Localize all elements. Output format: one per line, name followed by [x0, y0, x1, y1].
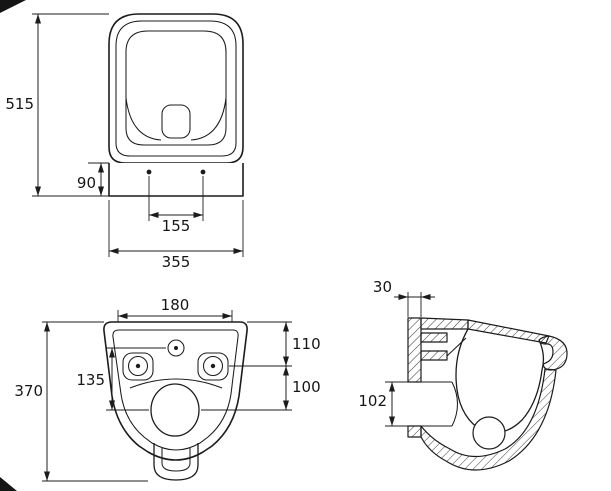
trap-section	[472, 416, 506, 450]
section-view: 30 102	[358, 278, 568, 471]
scan-artifact-top-left	[0, 0, 26, 13]
outlet-end-curve	[451, 381, 459, 427]
bowl-interior-profile	[455, 328, 545, 434]
seat-front-curve-right	[190, 97, 227, 141]
outlet-tail-inner	[161, 448, 191, 472]
underside-view: 180 370 135 110 100	[14, 296, 321, 482]
top-surface	[467, 319, 550, 344]
scan-artifacts	[0, 0, 26, 491]
seat-hinge-cover	[161, 104, 191, 139]
dim-label-180: 180	[161, 296, 190, 314]
inlet-upper-wall	[420, 332, 448, 343]
dim-label-135: 135	[76, 371, 105, 389]
dim-label-110: 110	[292, 335, 321, 353]
dim-label-102: 102	[358, 392, 387, 410]
water-inlet-center	[174, 346, 178, 350]
mount-point-left	[146, 169, 152, 175]
dim-label-100: 100	[292, 378, 321, 396]
underside-shell	[420, 368, 557, 471]
bowl-inner-contour	[112, 329, 239, 451]
fixing-pad-left	[122, 352, 154, 381]
bowl-back-edge-curve	[129, 378, 223, 389]
dim-label-355: 355	[162, 253, 191, 271]
back-wall-lower	[407, 425, 422, 438]
lid-outer-contour	[108, 13, 244, 164]
top-platform	[420, 317, 469, 330]
seat-front-curve-left	[125, 97, 162, 141]
dim-label-370: 370	[14, 382, 43, 400]
fixing-hole-left	[127, 355, 149, 377]
water-inlet-hole	[167, 339, 185, 357]
bowl-outer-contour	[103, 321, 248, 461]
plan-view: 515 90 155 355	[5, 13, 244, 271]
scan-artifact-bottom-left	[0, 477, 17, 491]
dim-label-90: 90	[77, 174, 96, 192]
fixing-hole-left-center	[135, 363, 141, 369]
fixing-hole-right	[202, 355, 224, 377]
dim-label-155: 155	[162, 217, 191, 235]
fixing-hole-right-center	[210, 363, 216, 369]
inlet-channel-line	[446, 337, 467, 357]
inlet-lower-wall	[420, 350, 448, 361]
mount-point-right	[200, 169, 206, 175]
fixing-pad-right	[197, 352, 229, 381]
outlet-tail-outer	[153, 443, 199, 481]
dim-label-30: 30	[373, 278, 392, 296]
lid-inner-contour	[115, 20, 237, 157]
drain-opening	[150, 383, 200, 437]
seat-contour	[125, 30, 227, 146]
back-wall-upper	[407, 317, 422, 383]
mounting-band	[108, 163, 244, 197]
dim-label-515: 515	[5, 95, 34, 113]
